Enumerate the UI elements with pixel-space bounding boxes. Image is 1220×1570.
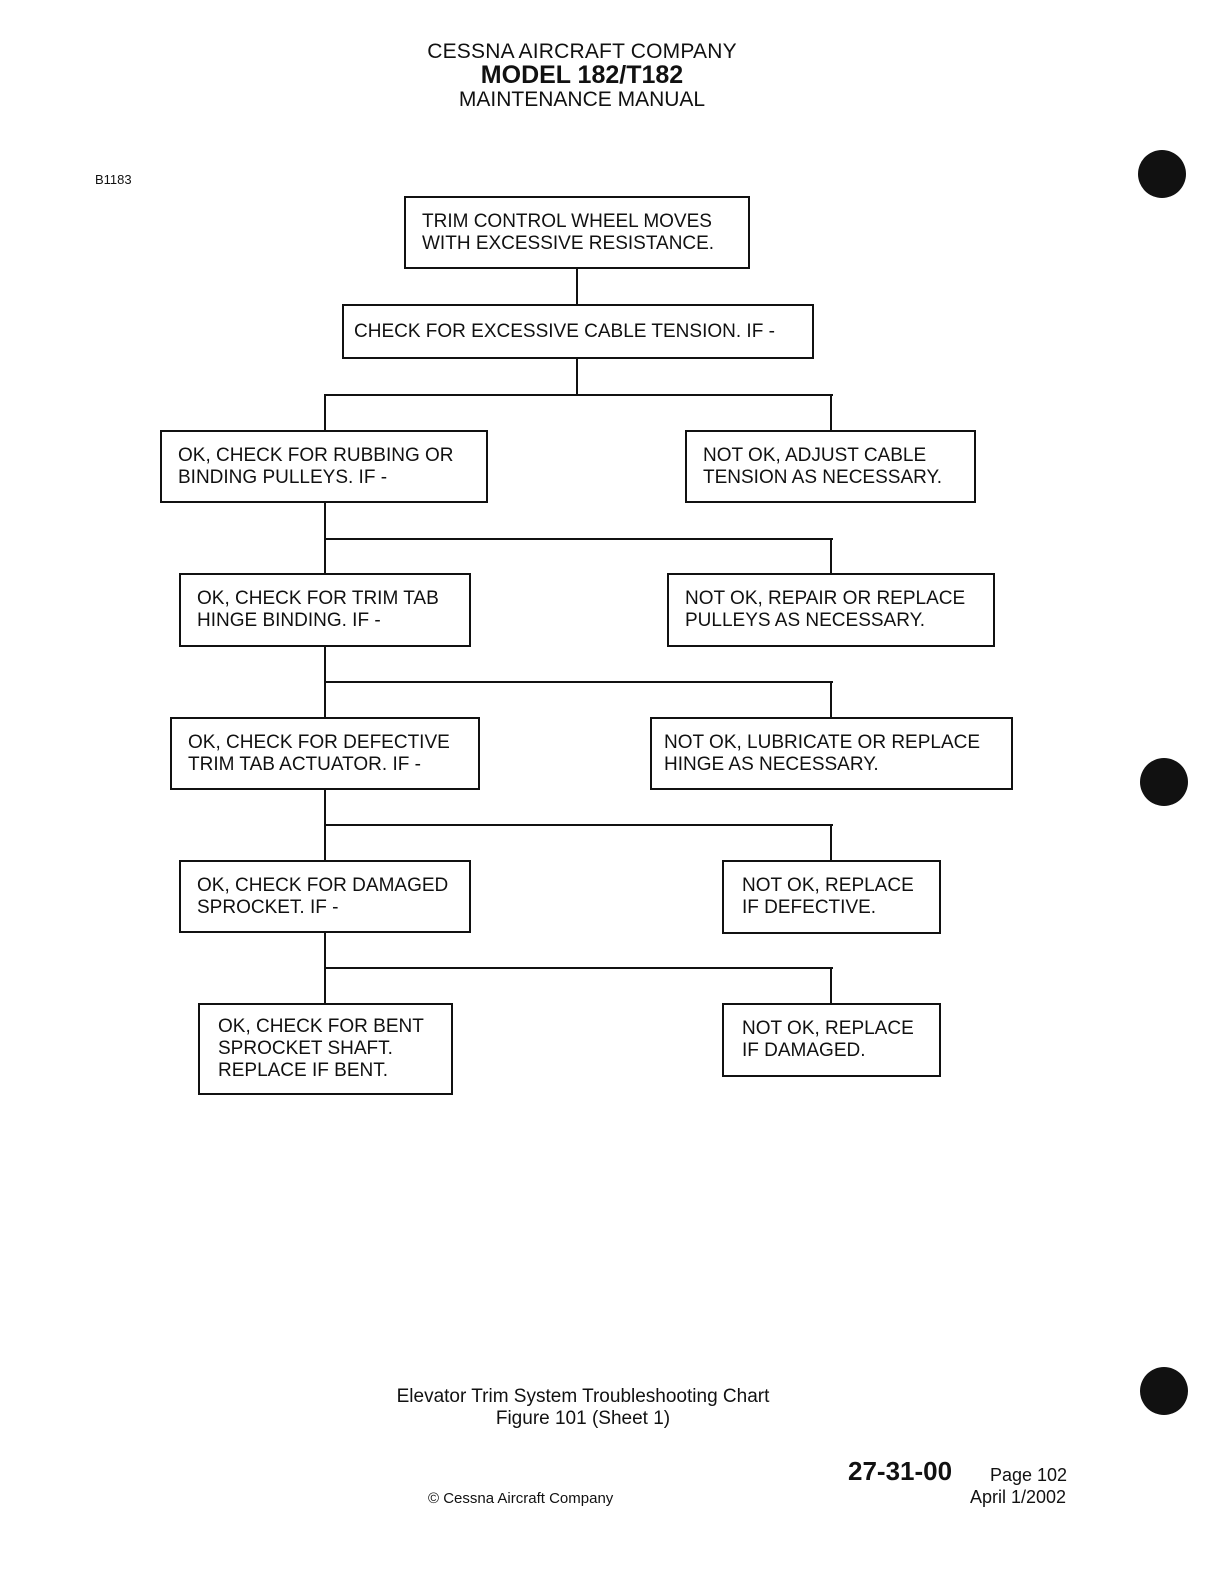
footer-page-number: Page 102 — [990, 1465, 1068, 1485]
flow-not-ok-step-3: NOT OK, LUBRICATE OR REPLACE HINGE AS NE… — [650, 717, 1013, 790]
header-model: MODEL 182/T182 — [480, 61, 684, 89]
flow-ok-step-3: OK, CHECK FOR DEFECTIVE TRIM TAB ACTUATO… — [170, 717, 480, 790]
connector — [324, 967, 833, 969]
figure-caption-title: Elevator Trim System Troubleshooting Cha… — [396, 1386, 770, 1407]
connector — [830, 681, 832, 718]
connector — [324, 538, 833, 540]
connector — [830, 538, 832, 574]
connector — [324, 681, 833, 683]
header-company: CESSNA AIRCRAFT COMPANY — [427, 40, 737, 63]
flow-ok-step-2: OK, CHECK FOR TRIM TAB HINGE BINDING. IF… — [179, 573, 471, 647]
connector — [576, 358, 578, 395]
footer-copyright: © Cessna Aircraft Company — [428, 1490, 614, 1507]
flow-not-ok-step-2: NOT OK, REPAIR OR REPLACE PULLEYS AS NEC… — [667, 573, 995, 647]
connector — [830, 394, 832, 431]
flow-ok-step-5: OK, CHECK FOR BENT SPROCKET SHAFT. REPLA… — [198, 1003, 453, 1095]
flow-start-box: TRIM CONTROL WHEEL MOVES WITH EXCESSIVE … — [404, 196, 750, 269]
figure-id: B1183 — [95, 172, 132, 187]
flow-ok-step-1: OK, CHECK FOR RUBBING OR BINDING PULLEYS… — [160, 430, 488, 503]
connector — [324, 394, 326, 431]
flow-not-ok-step-4: NOT OK, REPLACE IF DEFECTIVE. — [722, 860, 941, 934]
header-manual: MAINTENANCE MANUAL — [458, 88, 706, 111]
connector — [324, 824, 833, 826]
binder-hole-top — [1138, 150, 1186, 198]
connector — [830, 824, 832, 861]
binder-hole-middle — [1140, 758, 1188, 806]
connector — [324, 394, 833, 396]
connector — [830, 967, 832, 1004]
footer-section-number: 27-31-00 — [848, 1456, 953, 1486]
flow-not-ok-step-5: NOT OK, REPLACE IF DAMAGED. — [722, 1003, 941, 1077]
flow-ok-step-4: OK, CHECK FOR DAMAGED SPROCKET. IF - — [179, 860, 471, 933]
figure-caption-number: Figure 101 (Sheet 1) — [495, 1408, 671, 1429]
connector — [576, 268, 578, 305]
flow-check-cable-tension-box: CHECK FOR EXCESSIVE CABLE TENSION. IF - — [342, 304, 814, 359]
flow-not-ok-step-1: NOT OK, ADJUST CABLE TENSION AS NECESSAR… — [685, 430, 976, 503]
footer-date: April 1/2002 — [970, 1487, 1067, 1507]
binder-hole-bottom — [1140, 1367, 1188, 1415]
